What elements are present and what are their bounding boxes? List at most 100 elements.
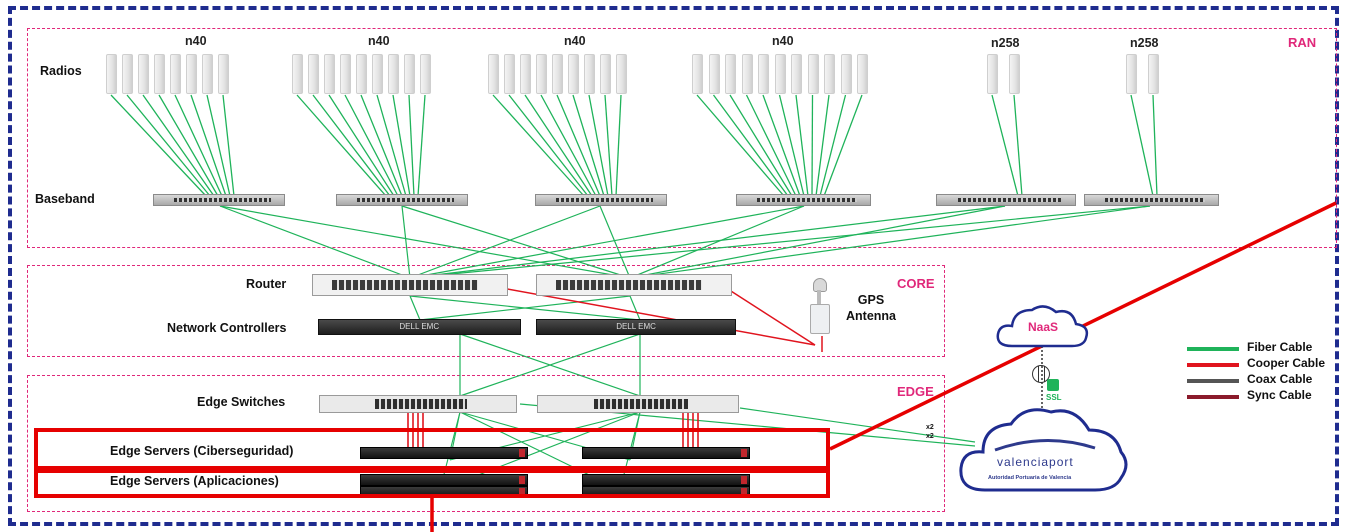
fiber-link <box>126 94 211 197</box>
fiber-link <box>174 94 223 197</box>
radio-unit <box>308 54 319 94</box>
radio-unit <box>708 54 720 94</box>
naas-cloud-icon <box>996 305 1089 348</box>
legend-swatch-coax <box>1187 379 1239 383</box>
radio-unit <box>404 54 415 94</box>
baseband-unit <box>736 194 871 206</box>
fiber-link <box>296 94 387 197</box>
fiber-link <box>696 94 785 197</box>
fiber-link <box>408 94 415 197</box>
fiber-link <box>729 94 793 197</box>
fiber-link <box>588 94 609 197</box>
edge-switch <box>537 395 739 413</box>
radio-unit <box>202 54 213 94</box>
fiber-link <box>409 205 805 279</box>
radio-unit <box>420 54 431 94</box>
fiber-link <box>401 205 411 279</box>
fiber-link <box>409 295 421 321</box>
fiber-link <box>409 205 601 279</box>
edge-server-ciber <box>582 447 750 459</box>
legend-label: Fiber Cable <box>1247 340 1313 354</box>
fiber-link <box>219 205 411 279</box>
gps-antenna-icon <box>808 278 830 334</box>
fiber-link <box>745 94 797 197</box>
radio-unit <box>340 54 351 94</box>
fiber-link <box>629 295 641 321</box>
copper-link <box>479 283 816 346</box>
edge-zone-label: EDGE <box>897 384 934 399</box>
fiber-link <box>1013 94 1023 197</box>
radio-unit <box>218 54 229 94</box>
fiber-link <box>190 94 227 197</box>
ran-zone-label: RAN <box>1288 35 1317 50</box>
baseband-unit <box>153 194 285 206</box>
fiber-link <box>629 205 1151 279</box>
radio-unit <box>488 54 499 94</box>
fiber-link <box>823 94 863 197</box>
fiber-link <box>739 407 976 443</box>
fiber-link <box>492 94 585 197</box>
radio-unit <box>388 54 399 94</box>
fiber-link <box>556 94 601 197</box>
fiber-link <box>142 94 215 197</box>
edge-server-app <box>582 474 750 486</box>
fiber-link <box>508 94 589 197</box>
gps-antenna-label: GPS Antenna <box>846 293 896 323</box>
fiber-link <box>1130 94 1154 197</box>
radio-unit <box>138 54 149 94</box>
band-label: n258 <box>1130 36 1159 50</box>
radio-unit <box>372 54 383 94</box>
fiber-link <box>222 94 235 197</box>
fiber-link <box>524 94 593 197</box>
core-router <box>312 274 508 296</box>
edge-servers-apps-label: Edge Servers (Aplicaciones) <box>110 474 279 488</box>
fiber-link <box>604 94 613 197</box>
baseband-unit <box>535 194 667 206</box>
fiber-link <box>629 205 805 279</box>
radio-unit <box>106 54 117 94</box>
legend-swatch-fiber <box>1187 347 1239 351</box>
fiber-link <box>811 94 814 197</box>
fiber-link <box>158 94 219 197</box>
valenciaport-cloud-icon <box>959 408 1128 492</box>
baseband-unit <box>1084 194 1219 206</box>
legend-swatch-cooper <box>1187 363 1239 367</box>
edge-servers-ciber-label: Edge Servers (Ciberseguridad) <box>110 444 294 458</box>
radio-unit <box>857 54 868 94</box>
edge-switch <box>319 395 517 413</box>
fiber-link <box>572 94 605 197</box>
fiber-link <box>219 205 631 279</box>
fiber-link <box>409 205 1151 279</box>
outer-frame <box>8 6 1339 526</box>
radio-unit <box>324 54 335 94</box>
radio-unit <box>987 54 998 94</box>
radio-unit <box>807 54 819 94</box>
radio-unit <box>122 54 133 94</box>
radio-unit <box>1009 54 1020 94</box>
legend-swatch-sync <box>1187 395 1239 399</box>
ssl-label: SSL <box>1046 393 1062 402</box>
fiber-link <box>401 205 631 279</box>
edge-server-ciber <box>360 447 528 459</box>
edge-switches-label: Edge Switches <box>197 395 286 409</box>
fiber-link <box>815 94 830 197</box>
radio-unit <box>186 54 197 94</box>
band-label: n258 <box>991 36 1020 50</box>
legend-label: Cooper Cable <box>1247 356 1326 370</box>
fiber-link <box>344 94 399 197</box>
fiber-link <box>206 94 231 197</box>
radio-unit <box>584 54 595 94</box>
fiber-link <box>795 94 809 197</box>
band-label: n40 <box>185 34 207 48</box>
ssl-shield-icon <box>1047 379 1059 391</box>
valenciaport-label: valenciaport <box>997 455 1074 469</box>
band-label: n40 <box>368 34 390 48</box>
radio-unit <box>356 54 367 94</box>
fiber-link <box>819 94 847 197</box>
radio-unit <box>692 54 703 94</box>
radio-unit <box>616 54 627 94</box>
fiber-link <box>599 205 631 279</box>
radio-unit <box>600 54 611 94</box>
band-label: n40 <box>772 34 794 48</box>
